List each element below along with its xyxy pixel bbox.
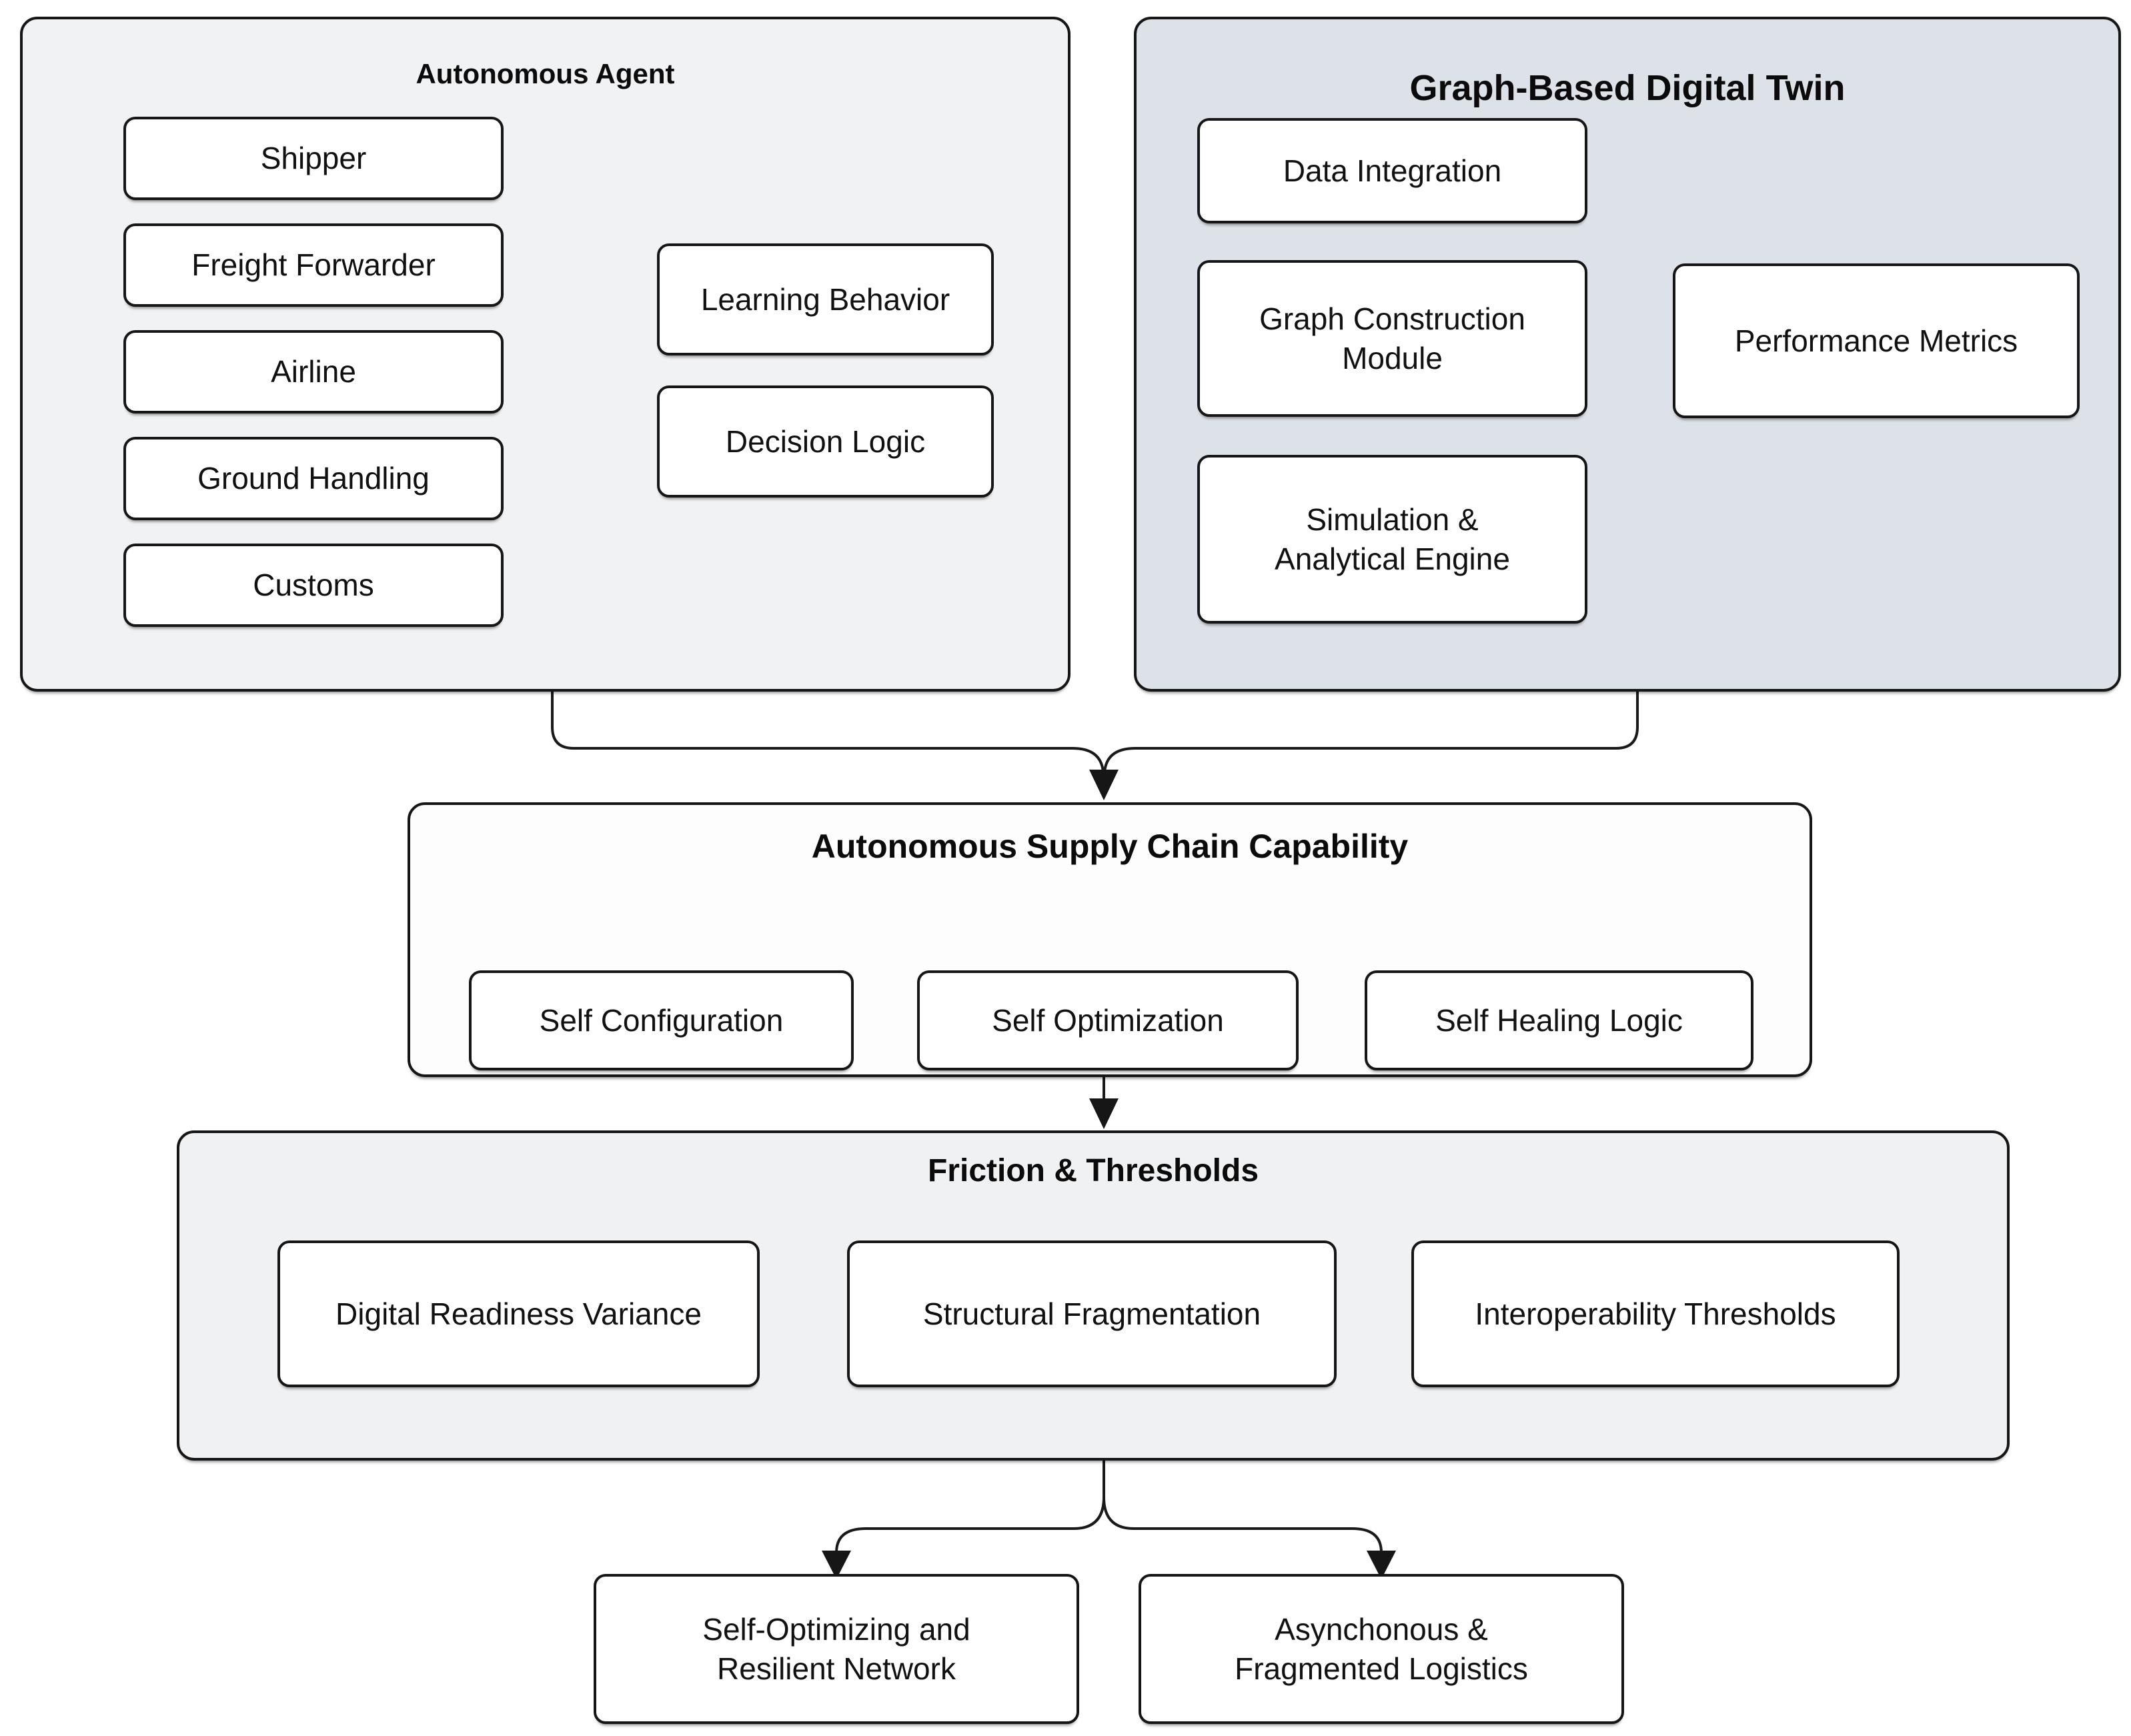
edge-agent-capability (551, 692, 1105, 773)
arrowhead-capability (1089, 770, 1119, 800)
node-asynchronous-fragmented-logistics: Asynchonous & Fragmented Logistics (1139, 1574, 1624, 1724)
node-data-integration: Data Integration (1197, 118, 1587, 223)
node-performance-metrics: Performance Metrics (1673, 263, 2080, 418)
edge-split-right (1103, 1497, 1383, 1553)
panel-digital-twin-title: Graph-Based Digital Twin (1409, 68, 1846, 108)
arrowhead-friction (1089, 1098, 1119, 1129)
node-interoperability-thresholds: Interoperability Thresholds (1411, 1240, 1900, 1387)
node-customs: Customs (123, 544, 504, 627)
node-self-configuration: Self Configuration (469, 970, 854, 1070)
node-airline: Airline (123, 330, 504, 413)
node-simulation-analytical-engine: Simulation & Analytical Engine (1197, 455, 1587, 624)
node-digital-readiness-variance: Digital Readiness Variance (277, 1240, 760, 1387)
node-self-optimization: Self Optimization (917, 970, 1299, 1070)
node-graph-construction-module: Graph Construction Module (1197, 260, 1587, 417)
node-structural-fragmentation: Structural Fragmentation (847, 1240, 1337, 1387)
arrowhead-outcome-right (1367, 1551, 1396, 1579)
node-learning-behavior: Learning Behavior (657, 243, 994, 355)
edge-split-left (835, 1497, 1105, 1553)
panel-friction-thresholds-title: Friction & Thresholds (927, 1153, 1259, 1188)
edge-twin-capability (1103, 692, 1639, 773)
node-self-optimizing-resilient-network: Self-Optimizing and Resilient Network (594, 1574, 1079, 1724)
arrowhead-outcome-left (822, 1551, 851, 1579)
node-freight-forwarder: Freight Forwarder (123, 223, 504, 307)
panel-supply-chain-capability-title: Autonomous Supply Chain Capability (811, 828, 1409, 865)
panel-autonomous-agent-title: Autonomous Agent (416, 58, 675, 89)
node-self-healing-logic: Self Healing Logic (1365, 970, 1753, 1070)
node-shipper: Shipper (123, 117, 504, 200)
node-ground-handling: Ground Handling (123, 437, 504, 520)
node-decision-logic: Decision Logic (657, 385, 994, 498)
